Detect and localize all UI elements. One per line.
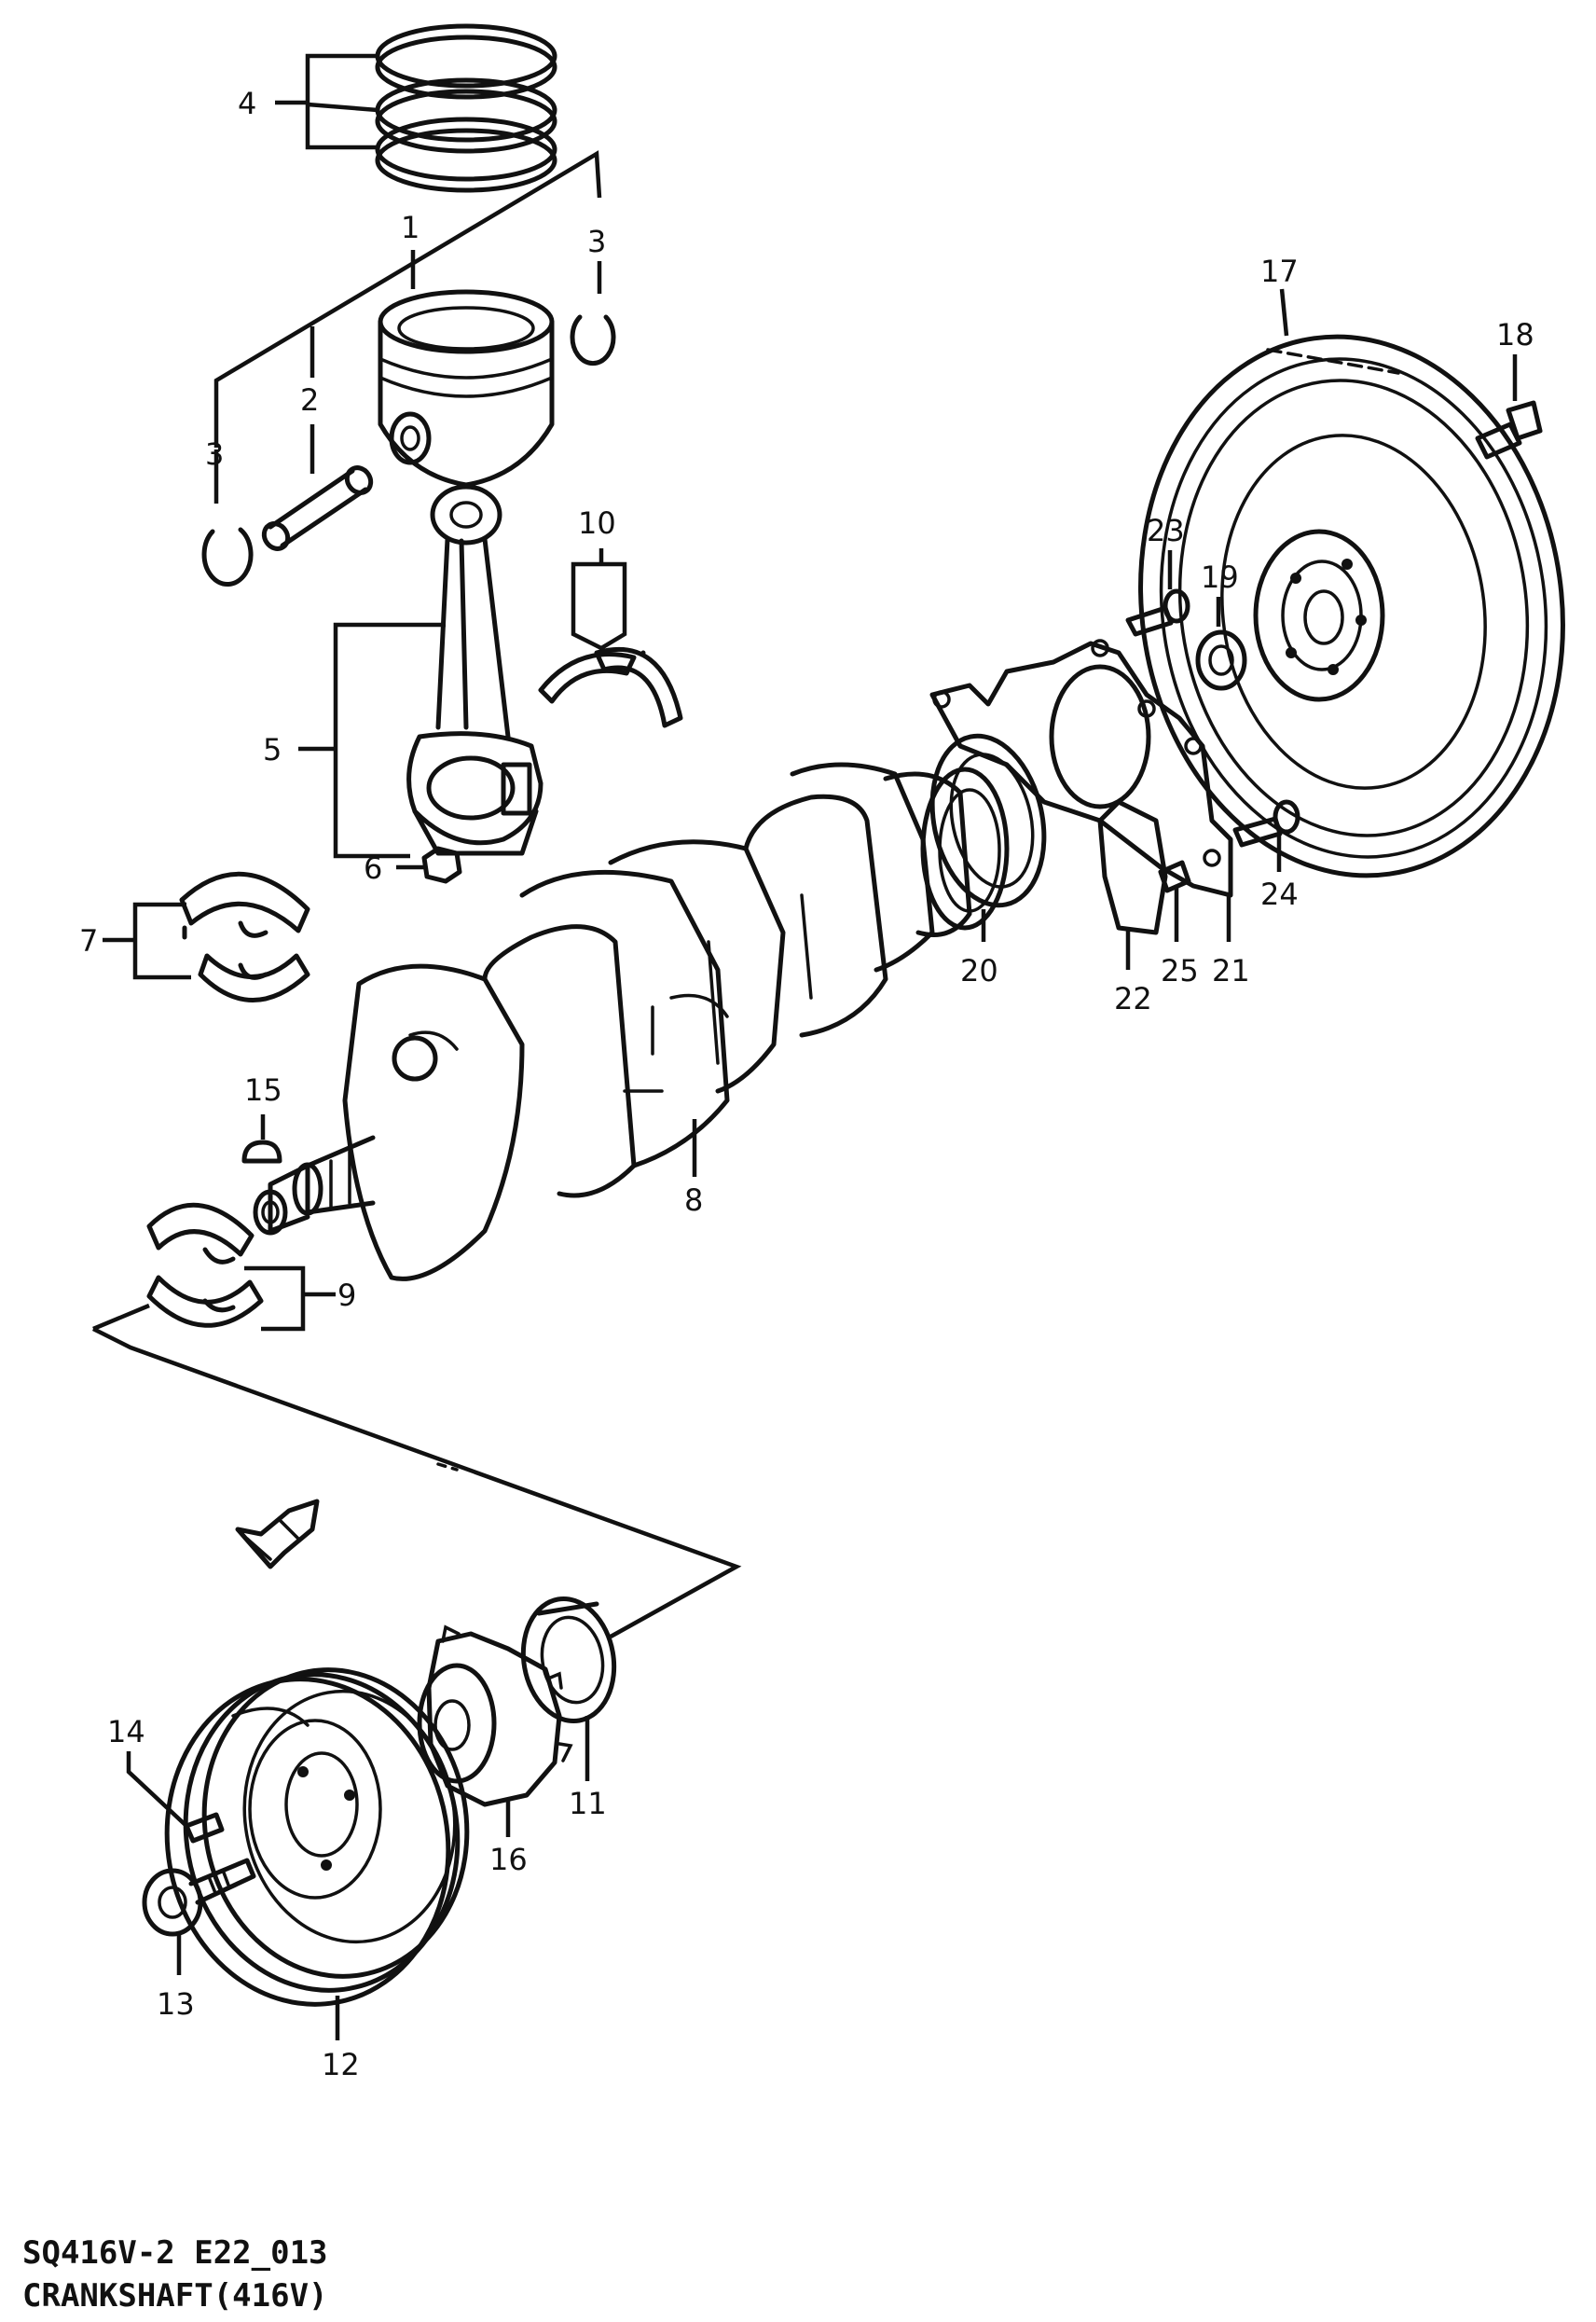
front-direction-arrow-icon <box>235 1499 320 1569</box>
callout-23: 23 <box>1147 513 1185 548</box>
part-woodruff-key <box>241 1114 282 1164</box>
leader-front-assembly <box>91 1303 742 1638</box>
callout-9: 9 <box>337 1278 356 1313</box>
part-rod-nut <box>396 846 462 884</box>
part-thrust-washers <box>538 646 683 728</box>
part-front-oil-seal <box>520 1596 617 1781</box>
callout-12: 12 <box>322 2047 360 2082</box>
callout-13: 13 <box>157 1986 195 2022</box>
callout-10: 10 <box>578 505 616 541</box>
callout-14: 14 <box>107 1714 145 1749</box>
part-rear-seal-housing <box>929 639 1233 942</box>
part-pilot-bearing <box>1195 597 1247 691</box>
callout-3-right: 3 <box>587 224 606 259</box>
leader-piston-group <box>213 150 602 504</box>
leader-4 <box>275 53 378 150</box>
callout-3-left: 3 <box>205 436 224 472</box>
callout-4: 4 <box>238 86 256 121</box>
callout-20: 20 <box>960 953 998 988</box>
part-flywheel-bolt <box>1475 354 1543 460</box>
callout-22: 22 <box>1114 981 1152 1016</box>
callout-18: 18 <box>1496 317 1534 352</box>
callout-2: 2 <box>300 382 319 418</box>
part-piston-rings <box>375 23 557 193</box>
callout-5: 5 <box>263 732 282 767</box>
leader-7 <box>103 902 191 980</box>
part-piston-pin <box>261 465 374 551</box>
part-pulley-bolt <box>142 1858 256 1975</box>
part-main-bearings <box>146 1202 264 1328</box>
part-timing-sprocket <box>417 1624 573 1837</box>
part-crankshaft <box>253 762 1010 1281</box>
callout-19: 19 <box>1201 560 1239 595</box>
part-piston <box>378 289 555 488</box>
leader-5 <box>298 622 446 859</box>
leader-10 <box>571 548 627 651</box>
part-rear-housing-gasket <box>1097 799 1168 970</box>
diagram-title: CRANKSHAFT(416V) <box>22 2277 328 2315</box>
part-bolt-23 <box>1125 550 1190 637</box>
part-bolt-24 <box>1232 799 1300 872</box>
part-flywheel <box>1138 334 1565 878</box>
callout-21: 21 <box>1212 953 1250 988</box>
part-rod-bearings <box>179 871 310 1002</box>
part-circlip-right <box>570 314 616 366</box>
part-dowel-pin <box>1158 860 1191 942</box>
callout-24: 24 <box>1260 877 1299 912</box>
callout-8: 8 <box>684 1182 703 1218</box>
part-connecting-rod <box>406 484 543 856</box>
callout-25: 25 <box>1161 953 1199 988</box>
callout-6: 6 <box>364 850 382 886</box>
part-crank-pulley <box>164 1667 470 2040</box>
callout-17: 17 <box>1260 254 1299 289</box>
callout-7: 7 <box>79 923 98 959</box>
part-circlip-left <box>201 527 254 587</box>
callout-labels: 4 1 3 2 3 10 5 6 7 15 8 9 17 18 23 19 24… <box>79 86 1534 2082</box>
callout-15: 15 <box>244 1072 282 1108</box>
part-pulley-small-bolt <box>126 1751 225 1844</box>
leader-9 <box>244 1265 336 1332</box>
diagram-code: SQ416V-2 E22_013 <box>22 2234 328 2272</box>
callout-11: 11 <box>569 1786 607 1821</box>
leader-17 <box>1279 288 1289 337</box>
callout-16: 16 <box>489 1842 528 1877</box>
callout-1: 1 <box>401 210 420 245</box>
